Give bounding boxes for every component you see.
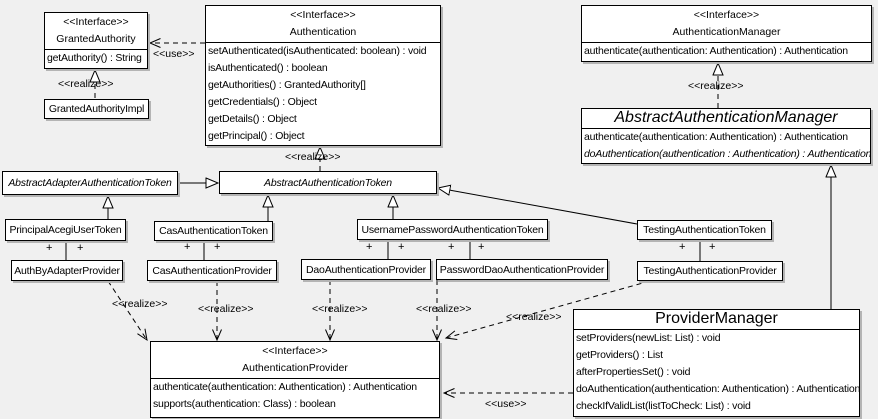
class-stereotype: <<Interface>> — [290, 9, 356, 21]
method-row: supports(authentication: Class) : boolea… — [153, 398, 336, 410]
class-header: <<Interface>> AuthenticationProvider — [151, 342, 439, 379]
class-name: TestingAuthenticationProvider — [643, 265, 777, 277]
edge-label-realize: <<realize>> — [312, 303, 368, 315]
class-name: AbstractAuthenticationManager — [582, 109, 870, 129]
class-abstract-authentication-manager[interactable]: AbstractAuthenticationManager authentica… — [581, 108, 871, 164]
class-granted-authority[interactable]: <<Interface>> GrantedAuthority getAuthor… — [44, 12, 148, 69]
class-name: CasAuthenticationToken — [159, 225, 268, 237]
class-name: Authentication — [289, 26, 357, 38]
class-username-password-authentication-token[interactable]: UsernamePasswordAuthenticationToken — [357, 219, 548, 240]
multiplicity-label: + — [366, 241, 373, 253]
multiplicity-label: + — [184, 241, 191, 253]
class-name: AuthenticationManager — [672, 26, 781, 38]
edge-label-realize: <<realize>> — [688, 80, 744, 92]
class-name: ProviderManager — [574, 310, 859, 330]
method-row: getCredentials() : Object — [208, 96, 317, 108]
method-row: doAuthentication(authentication : Authen… — [584, 148, 870, 160]
class-principal-acegi-user-token[interactable]: PrincipalAcegiUserToken — [5, 219, 126, 241]
multiplicity-label: + — [478, 241, 485, 253]
class-testing-authentication-token[interactable]: TestingAuthenticationToken — [637, 220, 772, 240]
class-name: PrincipalAcegiUserToken — [9, 224, 122, 236]
method-row: authenticate(authentication: Authenticat… — [584, 131, 848, 143]
class-name: PasswordDaoAuthenticationProvider — [439, 263, 605, 276]
method-row: setAuthenticated(isAuthenticated: boolea… — [208, 45, 427, 57]
class-dao-authentication-provider[interactable]: DaoAuthenticationProvider — [301, 259, 431, 280]
class-cas-authentication-token[interactable]: CasAuthenticationToken — [154, 221, 273, 241]
class-provider-manager[interactable]: ProviderManager setProviders(newList: Li… — [573, 309, 860, 417]
method-row: getProviders() : List — [576, 349, 663, 361]
class-header: <<Interface>> GrantedAuthority — [45, 13, 147, 50]
class-stereotype: <<Interface>> — [693, 9, 760, 21]
multiplicity-label: + — [46, 242, 53, 254]
class-authentication-provider[interactable]: <<Interface>> AuthenticationProvider aut… — [150, 341, 440, 418]
class-name: TestingAuthenticationToken — [643, 224, 766, 236]
class-name: AbstractAdapterAuthenticationToken — [8, 177, 172, 189]
class-abstract-authentication-token[interactable]: AbstractAuthenticationToken — [219, 171, 437, 194]
method-row: authenticate(authentication: Authenticat… — [153, 381, 417, 393]
class-abstract-adapter-authentication-token[interactable]: AbstractAdapterAuthenticationToken — [2, 171, 178, 195]
multiplicity-label: + — [214, 241, 221, 253]
class-authentication[interactable]: <<Interface>> Authentication setAuthenti… — [205, 5, 441, 146]
edge-label-realize: <<realize>> — [58, 78, 114, 90]
method-row: authenticate(authentication: Authenticat… — [584, 45, 848, 57]
class-stereotype: <<Interface>> — [262, 345, 328, 357]
class-name: GrantedAuthorityImpl — [48, 103, 145, 115]
method-row: doAuthentication(authentication: Authent… — [576, 383, 859, 395]
method-row: getAuthority() : String — [47, 52, 142, 64]
class-stereotype: <<Interface>> — [63, 16, 129, 28]
method-row: setProviders(newList: List) : void — [576, 332, 721, 344]
class-name: AuthByAdapterProvider — [14, 264, 120, 277]
method-row: afterPropertiesSet() : void — [576, 366, 691, 378]
edge-label-use: <<use>> — [153, 48, 195, 60]
class-header: <<Interface>> Authentication — [206, 6, 440, 43]
edge-label-realize: <<realize>> — [285, 151, 341, 163]
multiplicity-label: + — [709, 241, 716, 253]
class-granted-authority-impl[interactable]: GrantedAuthorityImpl — [44, 99, 149, 119]
edge-label-realize: <<realize>> — [198, 303, 254, 315]
class-password-dao-authentication-provider[interactable]: PasswordDaoAuthenticationProvider — [436, 259, 608, 280]
edge-label-realize: <<realize>> — [416, 303, 472, 315]
class-auth-by-adapter-provider[interactable]: AuthByAdapterProvider — [11, 260, 123, 281]
class-name: GrantedAuthority — [56, 33, 136, 45]
edge-label-realize: <<realize>> — [112, 298, 168, 310]
class-name: UsernamePasswordAuthenticationToken — [361, 223, 544, 236]
class-authentication-manager[interactable]: <<Interface>> AuthenticationManager auth… — [581, 5, 872, 62]
class-name: CasAuthenticationProvider — [152, 264, 272, 277]
method-row: getPrincipal() : Object — [208, 130, 305, 142]
multiplicity-label: + — [679, 241, 686, 253]
class-name: AbstractAuthenticationToken — [264, 176, 392, 189]
multiplicity-label: + — [398, 241, 405, 253]
method-row: checkIfValidList(listToCheck: List) : vo… — [576, 400, 751, 412]
edge-label-use: <<use>> — [485, 398, 527, 410]
edge-label-realize: <<realize>> — [506, 311, 562, 323]
method-row: isAuthenticated() : boolean — [208, 62, 328, 74]
multiplicity-label: + — [77, 242, 84, 254]
class-header: <<Interface>> AuthenticationManager — [582, 6, 871, 43]
class-testing-authentication-provider[interactable]: TestingAuthenticationProvider — [637, 261, 783, 281]
multiplicity-label: + — [448, 241, 455, 253]
method-row: getDetails() : Object — [208, 113, 297, 125]
class-name: DaoAuthenticationProvider — [306, 263, 426, 276]
class-name: AuthenticationProvider — [242, 362, 348, 374]
method-row: getAuthorities() : GrantedAuthority[] — [208, 79, 366, 91]
class-cas-authentication-provider[interactable]: CasAuthenticationProvider — [147, 260, 277, 281]
